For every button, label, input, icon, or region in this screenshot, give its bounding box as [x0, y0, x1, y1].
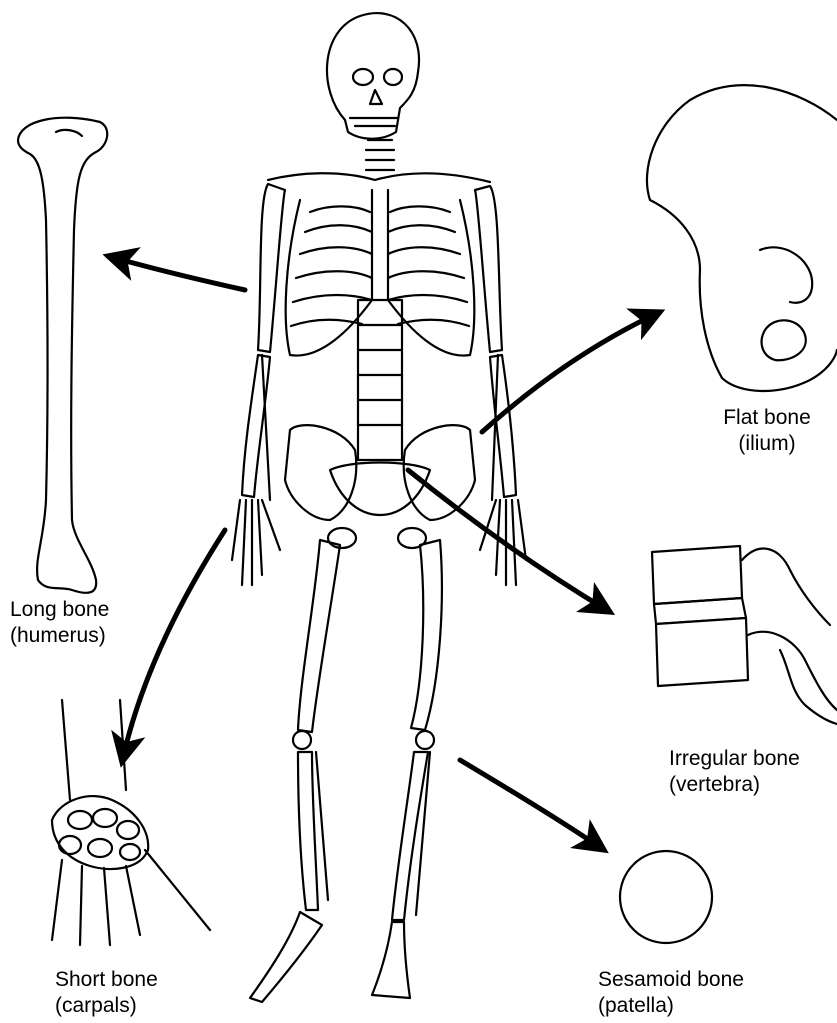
- short-bone-name: Short bone: [55, 967, 158, 993]
- irregular-bone-name: Irregular bone: [669, 746, 800, 772]
- feet: [250, 912, 410, 1002]
- short-bone-example: (carpals): [55, 993, 158, 1019]
- rib-cage: [286, 190, 475, 356]
- arms: [242, 184, 516, 500]
- skull: [327, 13, 419, 139]
- sesamoid-bone-name: Sesamoid bone: [598, 967, 744, 993]
- long-bone-example: (humerus): [10, 623, 109, 649]
- cervical-spine: [366, 140, 394, 170]
- skeleton-illustration: [232, 13, 526, 1002]
- arrow-to-patella: [460, 760, 604, 850]
- pelvis: [285, 425, 475, 548]
- label-sesamoid-bone: Sesamoid bone (patella): [598, 967, 744, 1019]
- clavicles: [268, 173, 490, 182]
- label-irregular-bone: Irregular bone (vertebra): [669, 746, 800, 798]
- irregular-bone-example: (vertebra): [669, 772, 800, 798]
- vertebra-drawing: [652, 546, 837, 724]
- patella-drawing: [620, 851, 712, 943]
- arrow-to-carpals: [122, 530, 225, 762]
- hands: [232, 500, 526, 585]
- ilium-drawing: [647, 85, 837, 391]
- carpals-drawing: [52, 700, 210, 945]
- arrow-to-humerus: [108, 256, 245, 290]
- arrows: [108, 256, 660, 850]
- label-long-bone: Long bone (humerus): [10, 597, 109, 649]
- long-bone-name: Long bone: [10, 597, 109, 623]
- legs: [293, 540, 442, 920]
- label-flat-bone: Flat bone (ilium): [702, 405, 832, 457]
- lumbar-spine: [358, 300, 402, 460]
- sesamoid-bone-example: (patella): [598, 993, 744, 1019]
- label-short-bone: Short bone (carpals): [55, 967, 158, 1019]
- humerus-drawing: [18, 118, 107, 593]
- flat-bone-example: (ilium): [702, 431, 832, 457]
- flat-bone-name: Flat bone: [702, 405, 832, 431]
